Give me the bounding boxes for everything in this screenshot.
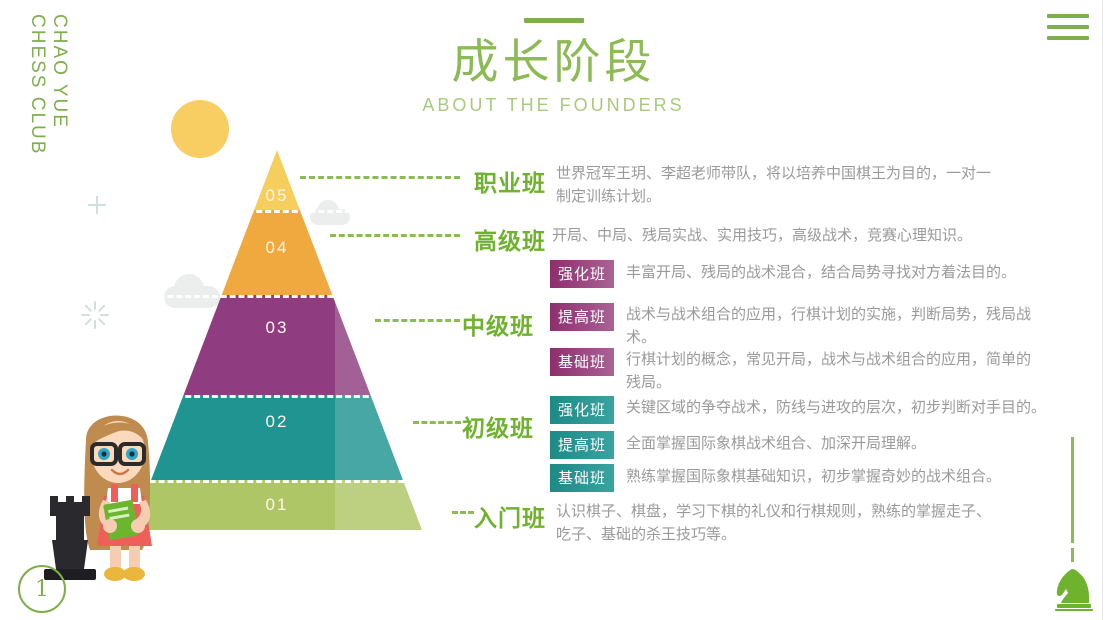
subitem-text-chuji-jichu: 熟练掌握国际象棋基础知识，初步掌握奇妙的战术组合。 — [626, 467, 1002, 485]
stage-label-zhiye: 职业班 — [474, 171, 546, 197]
green-knight-icon — [1049, 565, 1097, 612]
subitem-text-chuji-tigao: 全面掌握国际象棋战术组合、加深开局理解。 — [626, 434, 927, 452]
pyramid-divider — [132, 395, 422, 398]
right-rail-line — [1071, 437, 1074, 543]
pyramid-level-number: 04 — [265, 238, 289, 257]
pyramid-level-03 — [132, 295, 422, 395]
leader-line-05 — [300, 176, 460, 179]
girl-with-book-illustration — [34, 388, 184, 588]
page-subtitle: ABOUT THE FOUNDERS — [422, 94, 685, 115]
pyramid-level-01 — [132, 480, 422, 530]
subitem-text-zhongji-qianghua: 丰富开局、残局的战术混合，结合局势寻找对方着法目的。 — [626, 263, 1017, 281]
stage-label-gaoji: 高级班 — [474, 229, 546, 255]
hamburger-menu-icon[interactable] — [1047, 14, 1089, 44]
right-edge-divider — [1102, 0, 1103, 620]
stage-label-chuji: 初级班 — [462, 416, 534, 442]
leader-line-04 — [330, 234, 460, 237]
subitem-badge-chuji-jichu[interactable]: 基础班 — [550, 464, 615, 492]
brand-line-1: CHAO YUE — [49, 14, 70, 129]
pyramid-level-number: 03 — [265, 318, 289, 337]
pyramid-level-05 — [132, 150, 422, 210]
page-title: 成长阶段 — [451, 35, 656, 90]
subitem-text-zhongji-tigao: 战术与战术组合的应用，行棋计划的实施，判断局势，残局战术。 — [626, 305, 1032, 346]
subitem-badge-zhongji-tigao[interactable]: 提高班 — [550, 303, 615, 331]
stage-description-rumen: 认识棋子、棋盘，学习下棋的礼仪和行棋规则，熟练的掌握走子、吃子、基础的杀王技巧等… — [556, 502, 992, 543]
right-rail-dot — [1071, 548, 1074, 562]
subitem-text-chuji-qianghua: 关键区域的争夺战术，防线与进攻的层次，初步判断对手目的。 — [626, 398, 1047, 416]
leader-line-03 — [375, 319, 460, 322]
page-number-badge: 1 — [18, 565, 66, 613]
title-rule — [523, 18, 584, 23]
growth-pyramid: 05 04 03 02 01 — [132, 150, 422, 530]
pyramid-level-number: 05 — [265, 186, 289, 205]
pyramid-divider — [132, 210, 422, 213]
sparkle-decoration-icon — [78, 298, 112, 332]
pyramid-divider — [132, 295, 422, 298]
slide-header: 成长阶段 ABOUT THE FOUNDERS — [0, 18, 1107, 116]
hamburger-bar — [1047, 25, 1089, 29]
leader-line-02 — [413, 421, 461, 424]
cloud-decoration — [164, 274, 220, 308]
stage-description-gaoji: 开局、中局、残局实战、实用技巧，高级战术，竞赛心理知识。 — [552, 226, 973, 244]
stage-label-rumen: 入门班 — [474, 506, 546, 532]
subitem-badge-zhongji-jichu[interactable]: 基础班 — [550, 348, 615, 376]
pyramid-level-02 — [132, 395, 422, 480]
pyramid-divider — [132, 480, 422, 483]
sun-circle-decoration — [171, 100, 229, 158]
pyramid-level-number: 01 — [265, 495, 289, 514]
hamburger-bar — [1047, 36, 1089, 40]
pyramid-level-04 — [132, 210, 422, 295]
leader-line-01 — [452, 511, 474, 514]
black-rook-piece — [44, 494, 96, 580]
pyramid-level-number: 02 — [265, 412, 289, 431]
plus-decoration-icon — [88, 196, 106, 214]
brand-vertical: CHAO YUE CHESS CLUB — [24, 14, 84, 194]
subitem-badge-chuji-qianghua[interactable]: 强化班 — [550, 396, 615, 424]
hamburger-bar — [1047, 14, 1089, 18]
subitem-badge-zhongji-qianghua[interactable]: 强化班 — [550, 260, 615, 288]
brand-line-2: CHESS CLUB — [27, 14, 48, 156]
subitem-badge-chuji-tigao[interactable]: 提高班 — [550, 431, 615, 459]
stage-label-zhongji: 中级班 — [462, 314, 534, 340]
subitem-text-zhongji-jichu: 行棋计划的概念，常见开局，战术与战术组合的应用，简单的残局。 — [626, 350, 1032, 391]
stage-description-zhiye: 世界冠军王玥、李超老师带队，将以培养中国棋王为目的，一对一制定训练计划。 — [556, 164, 992, 205]
